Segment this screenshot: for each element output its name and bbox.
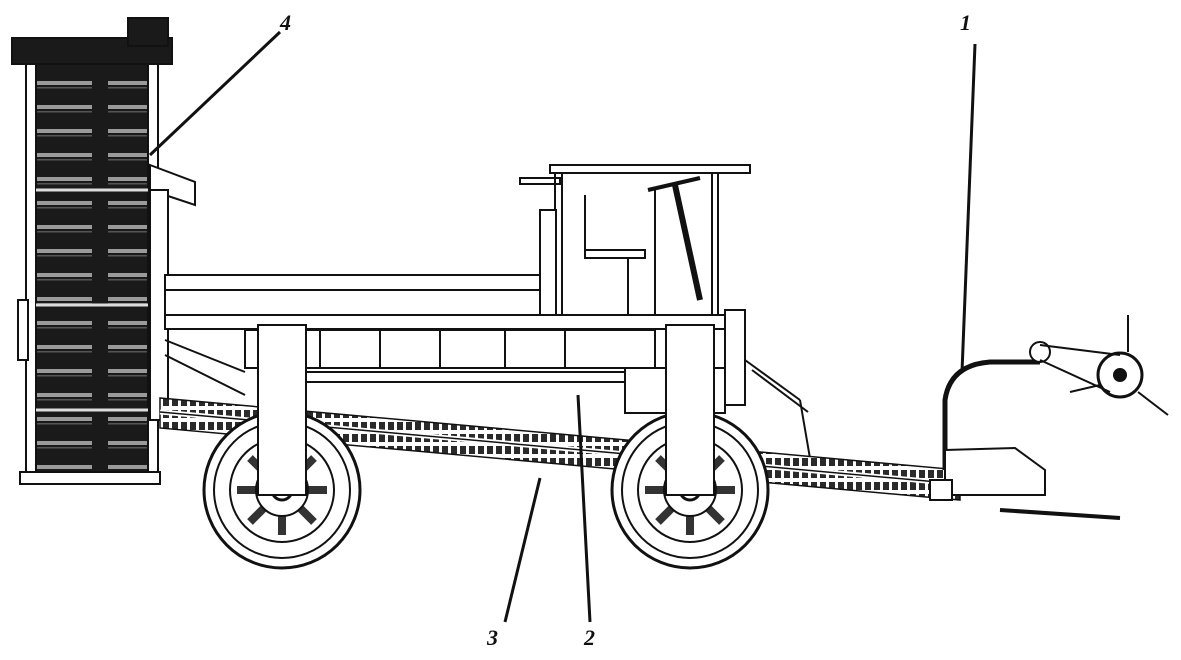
front-wheel (610, 324, 770, 570)
vertical-elevator (11, 17, 173, 485)
callout-leaders (148, 30, 977, 623)
digging-head (929, 315, 1169, 520)
rear-wheel (202, 324, 362, 570)
callout-label-1: 1 (960, 10, 971, 35)
callout-label-3: 3 (487, 625, 498, 650)
callout-label-4: 4 (280, 10, 291, 35)
leader-4 (148, 30, 282, 157)
callout-label-2: 2 (584, 625, 595, 650)
leader-1 (960, 43, 977, 373)
leader-2 (576, 394, 592, 623)
leader-3 (503, 477, 542, 623)
